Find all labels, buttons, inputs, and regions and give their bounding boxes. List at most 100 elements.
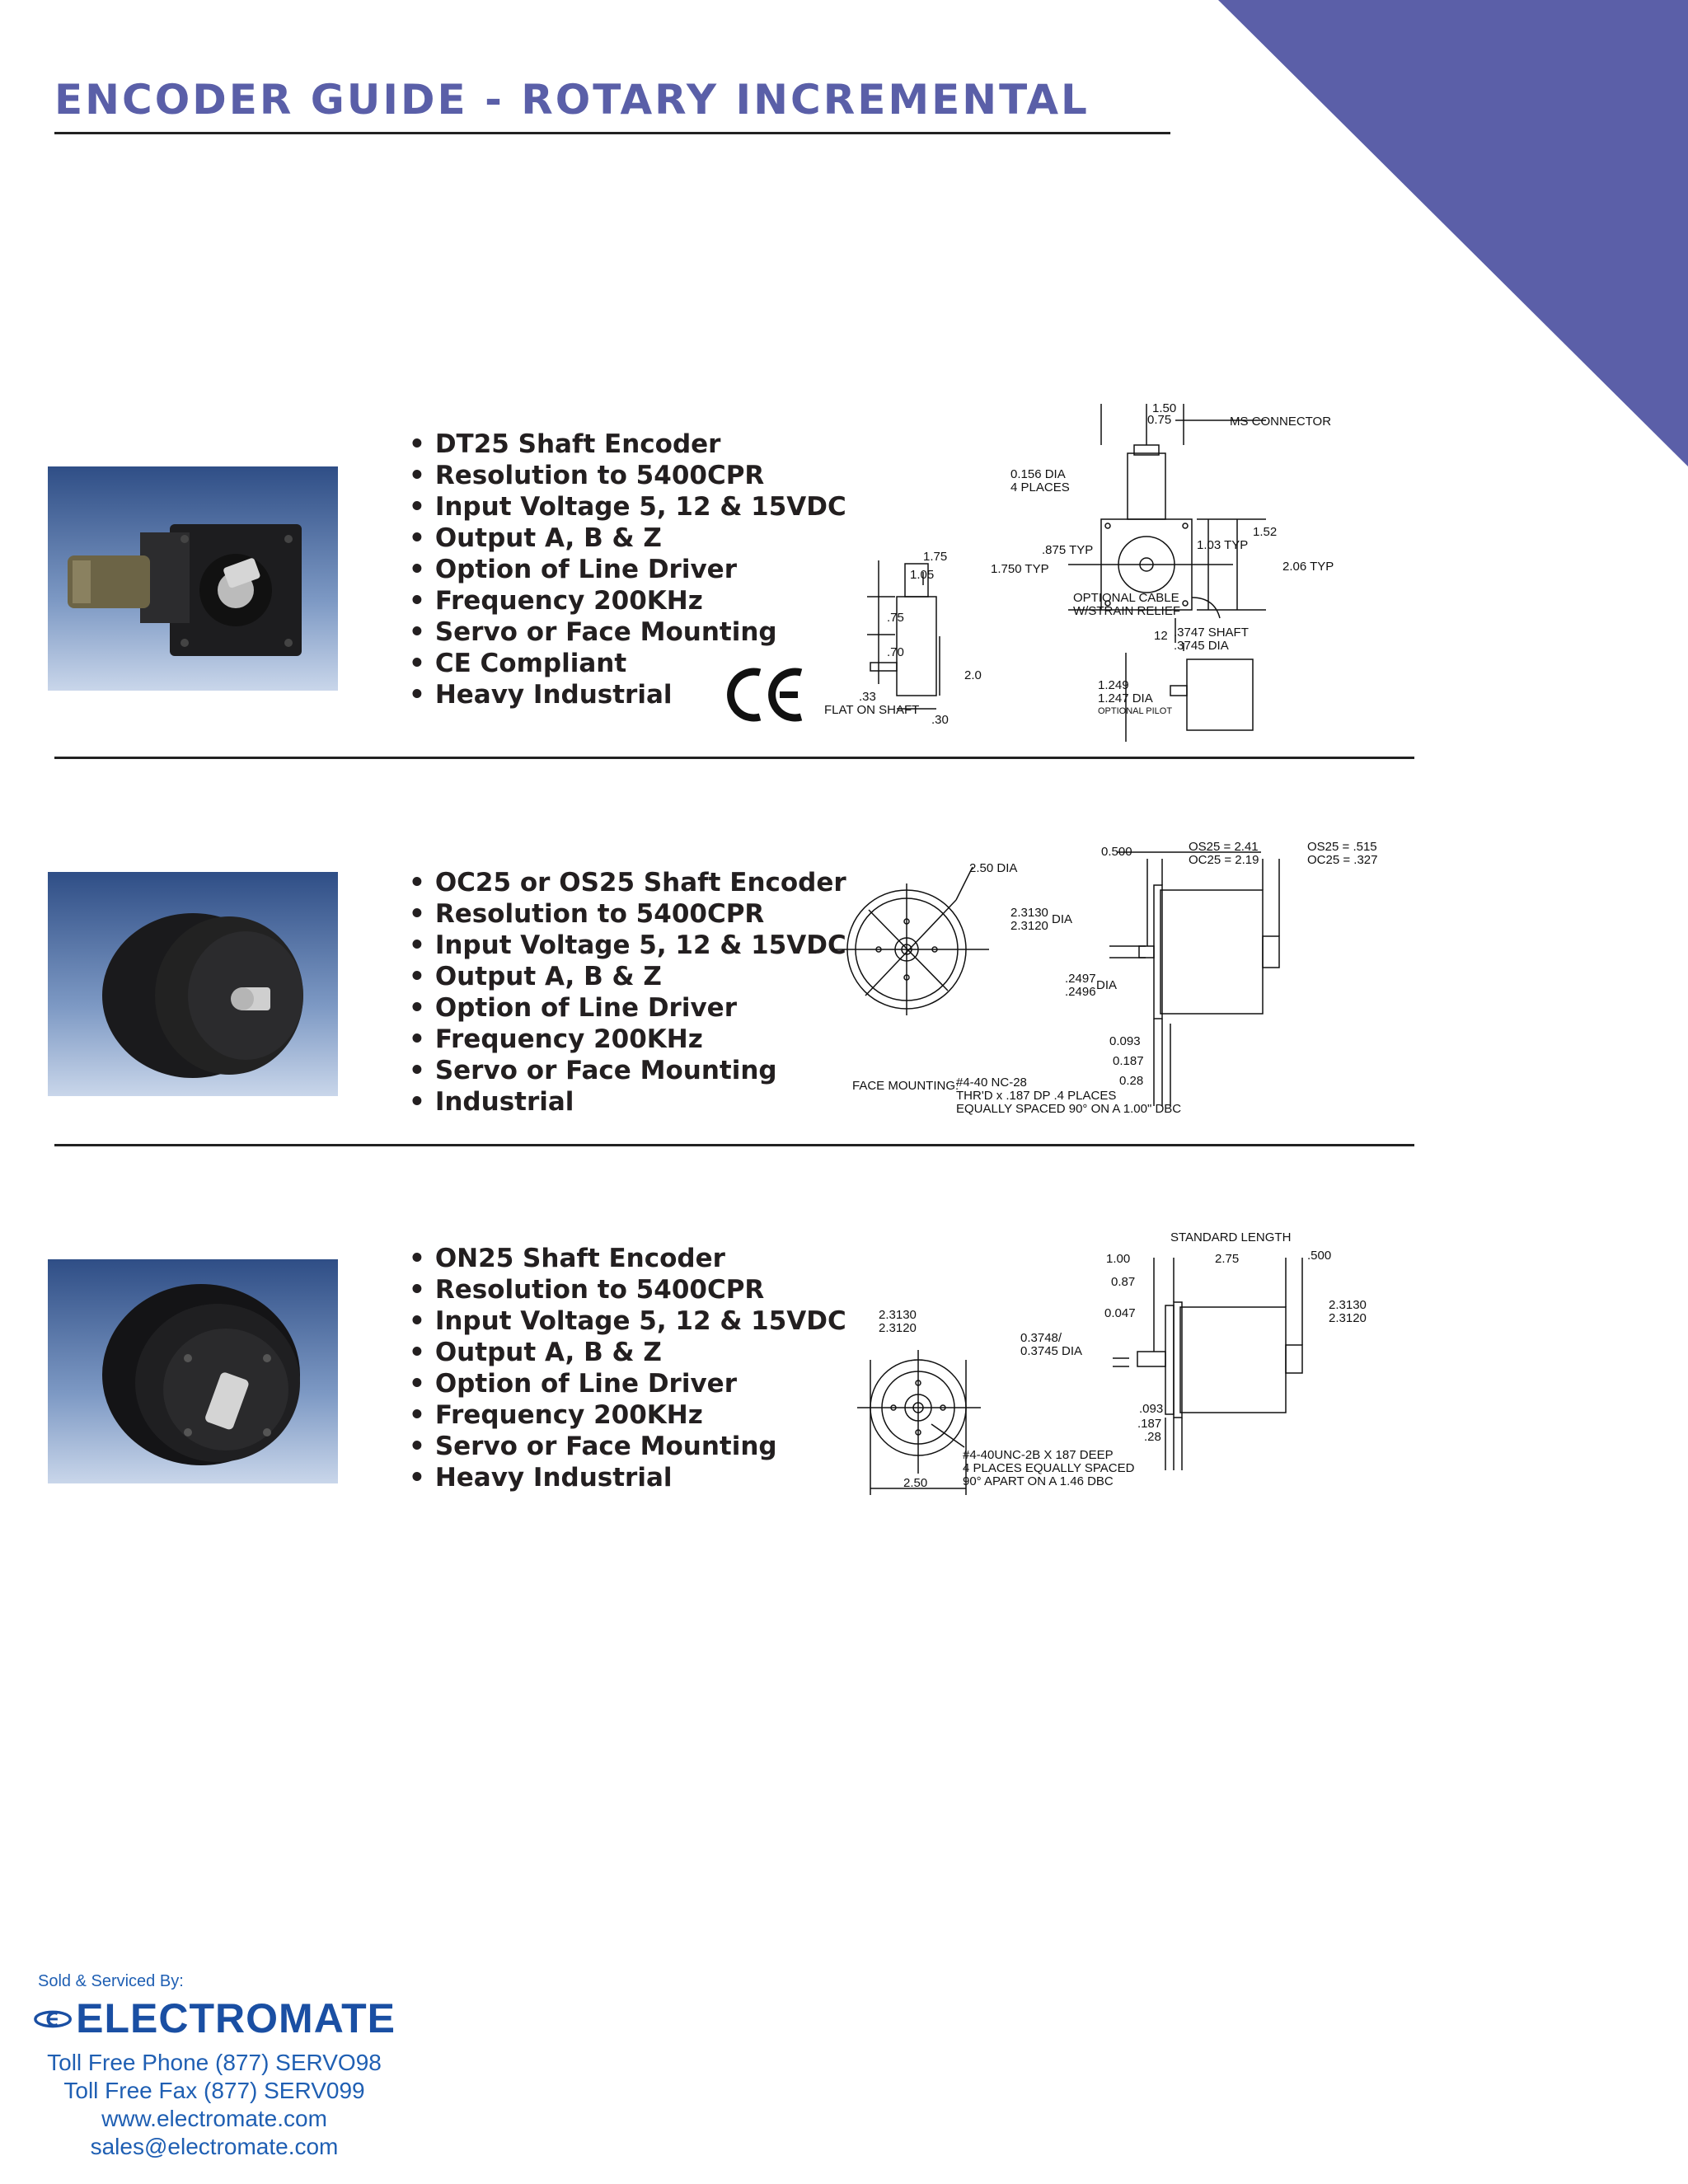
dim-label: 1.50 [1152,401,1176,415]
on25-product-photo [48,1259,338,1483]
feature-item: Option of Line Driver [409,992,846,1024]
dim-label: .3745 DIA [1174,639,1229,653]
feature-item: Input Voltage 5, 12 & 15VDC [409,491,846,523]
dim-label: .2496 [1065,985,1096,999]
dim-label: OC25 = 2.19 [1189,853,1259,867]
dim-label: 0.28 [1119,1074,1143,1088]
feature-item: Heavy Industrial [409,679,846,710]
dim-label: 2.3130 [1010,906,1048,920]
dim-label: .500 [1307,1249,1331,1263]
feature-item: OC25 or OS25 Shaft Encoder [409,867,846,898]
section-divider [54,757,1414,759]
dim-label: STANDARD LENGTH [1170,1230,1291,1244]
feature-item: Servo or Face Mounting [409,1055,846,1086]
dim-label: OS25 = .515 [1307,840,1377,854]
dt25-feature-list: DT25 Shaft Encoder Resolution to 5400CPR… [409,429,846,710]
feature-item: Frequency 200KHz [409,585,846,616]
dim-label: 1.52 [1253,525,1277,539]
dim-label: 2.0 [964,668,982,682]
dim-label: .33 [859,690,876,704]
feature-item: Output A, B & Z [409,1337,846,1368]
feature-item: Option of Line Driver [409,1368,846,1399]
feature-item: Industrial [409,1086,846,1118]
dim-label: .093 [1139,1402,1163,1416]
dim-label: 0.3748/ [1020,1331,1062,1345]
dim-label: 2.50 [903,1476,927,1490]
email-link[interactable]: sales@electromate.com [90,2134,339,2159]
feature-item: Heavy Industrial [409,1462,846,1493]
dim-label: THR'D x .187 DP .4 PLACES [956,1089,1116,1103]
contact-block: Toll Free Phone (877) SERVO98 Toll Free … [33,2049,396,2161]
footer-contact: Sold & Serviced By: ELECTROMATE Toll Fre… [33,1972,396,2161]
dim-label: 0.156 DIA [1010,467,1066,481]
dt25-dimension-drawing: 1.50 0.75 MS CONNECTOR 0.156 DIA 4 PLACE… [821,396,1334,742]
feature-item: CE Compliant [409,648,846,679]
feature-item: DT25 Shaft Encoder [409,429,846,460]
feature-item: Frequency 200KHz [409,1024,846,1055]
on25-feature-list: ON25 Shaft Encoder Resolution to 5400CPR… [409,1243,846,1493]
dim-label: .70 [887,645,904,659]
feature-item: Output A, B & Z [409,961,846,992]
dim-label: 1.750 TYP [991,562,1049,576]
dim-label: .187 [1137,1417,1161,1431]
page-title: ENCODER GUIDE - ROTARY INCREMENTAL [54,76,1090,124]
dim-label: #4-40UNC-2B X 187 DEEP [963,1448,1114,1462]
dim-label: OS25 = 2.41 [1189,840,1259,854]
feature-item: Output A, B & Z [409,523,846,554]
dim-label: 4 PLACES EQUALLY SPACED [963,1461,1135,1475]
dim-label: 2.3130 [1329,1298,1367,1312]
brand-name: ELECTROMATE [76,1995,396,2041]
dim-label: 0.500 [1101,845,1132,859]
feature-item: Resolution to 5400CPR [409,1274,846,1305]
oc25-product-photo [48,872,338,1096]
dim-label: 1.00 [1106,1252,1130,1266]
ce-mark-logo [727,668,803,722]
dim-label: EQUALLY SPACED 90° ON A 1.00" DBC [956,1102,1181,1116]
dim-label: 2.3120 [879,1321,917,1335]
dim-label: 0.187 [1113,1054,1144,1068]
dim-label: MS CONNECTOR [1230,415,1331,429]
dim-label: DIA [1052,912,1072,926]
feature-item: Servo or Face Mounting [409,1431,846,1462]
feature-item: Option of Line Driver [409,554,846,585]
feature-item: Servo or Face Mounting [409,616,846,648]
feature-item: Resolution to 5400CPR [409,898,846,930]
dim-label: 1.03 TYP [1197,538,1248,552]
dim-label: 12 [1154,629,1168,643]
dim-label: 2.50 DIA [969,861,1017,875]
dim-label: .2497 [1065,972,1096,986]
dim-label: OPTIONAL PILOT [1098,706,1172,716]
dim-label: 4 PLACES [1010,480,1070,494]
dim-label: 1.75 [923,550,947,564]
dim-label: 0.093 [1109,1034,1141,1048]
dim-label: 2.3120 [1010,919,1048,933]
feature-item: Frequency 200KHz [409,1399,846,1431]
website-link[interactable]: www.electromate.com [101,2106,327,2131]
dim-label: 0.87 [1111,1275,1135,1289]
phone-number: Toll Free Phone (877) SERVO98 [47,2050,382,2075]
on25-dimension-drawing: STANDARD LENGTH 1.00 2.75 .500 0.87 0.04… [841,1226,1401,1507]
feature-item: Input Voltage 5, 12 & 15VDC [409,1305,846,1337]
feature-item: Input Voltage 5, 12 & 15VDC [409,930,846,961]
dim-label: .875 TYP [1042,543,1093,557]
dt25-product-photo [48,466,338,691]
dim-label: 1.247 DIA [1098,691,1153,705]
dim-label: 0.047 [1104,1306,1136,1320]
dim-label: DIA [1096,978,1117,992]
feature-item: Resolution to 5400CPR [409,460,846,491]
brand-row: ELECTROMATE [33,1994,396,2042]
dim-label: 2.3130 [879,1308,917,1322]
oc25-dimension-drawing: 2.50 DIA 2.3130 2.3120 DIA .2497 .2496 D… [832,834,1401,1131]
dim-label: .75 [887,611,904,625]
electromate-logo-icon [34,2010,72,2028]
dim-label: 90° APART ON A 1.46 DBC [963,1474,1114,1488]
dim-label: .28 [1144,1430,1161,1444]
dim-label: .30 [931,713,949,727]
dim-label: 0.3745 DIA [1020,1344,1082,1358]
dim-label: 2.06 TYP [1282,560,1334,574]
dim-label: 1.05 [910,568,934,582]
dim-label: OPTIONAL CABLE [1073,591,1179,605]
oc25-feature-list: OC25 or OS25 Shaft Encoder Resolution to… [409,867,846,1118]
dim-label: FLAT ON SHAFT [824,703,919,717]
feature-item: ON25 Shaft Encoder [409,1243,846,1274]
